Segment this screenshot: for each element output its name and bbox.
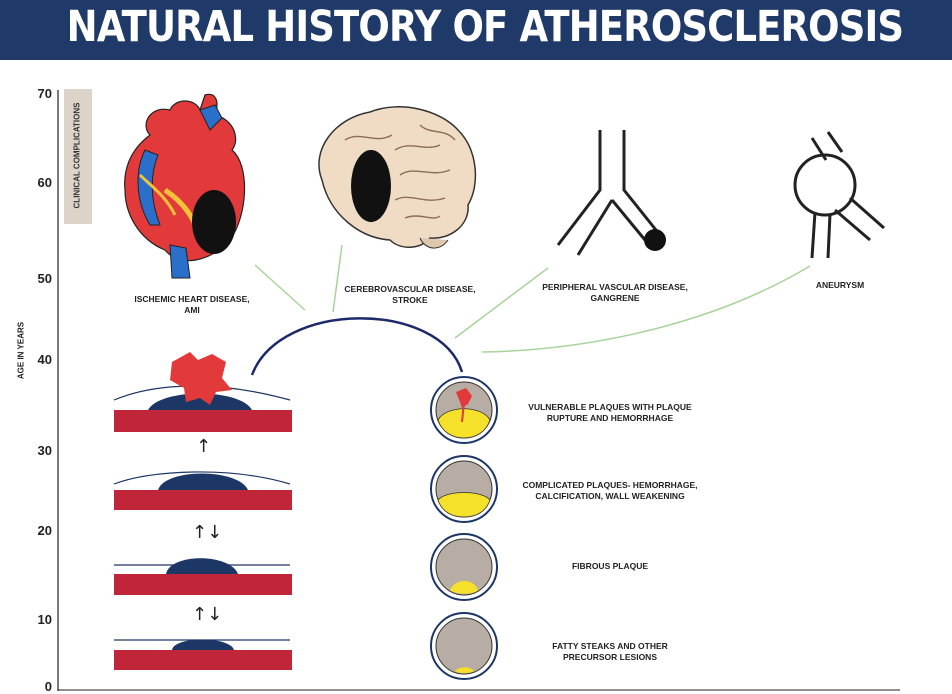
arrow-up-down-icon: ↑↓ [192,522,222,543]
lumen-section-1 [431,613,497,679]
lumen-section-4 [431,377,497,443]
peripheral-vessel-icon [558,130,656,255]
lumen-section-2 [431,534,497,600]
label-peripheral-vascular-disease: PERIPHERAL VASCULAR DISEASE,GANGRENE [530,282,700,304]
heart-icon [125,94,245,278]
lumen-section-3 [431,456,497,522]
artery-section-3 [114,472,292,510]
artery-section-4 [114,352,292,432]
gangrene-mark [644,229,666,251]
label-fibrous-plaque: FIBROUS PLAQUE [520,561,700,572]
label-ischemic-heart-disease: ISCHEMIC HEART DISEASE,AMI [112,294,272,316]
progression-arc [252,318,462,375]
label-cerebrovascular-disease: CEREBROVASCULAR DISEASE,STROKE [330,284,490,306]
brain-icon [319,107,475,248]
label-aneurysm: ANEURYSM [800,280,880,291]
arrow-up-icon: ↑ [196,436,211,457]
label-complicated-plaques: COMPLICATED PLAQUES- HEMORRHAGE,CALCIFIC… [520,480,700,502]
arrow-up-down-icon-2: ↑↓ [192,604,222,625]
artery-section-2 [114,558,292,595]
aneurysm-icon [795,132,884,258]
artery-section-1 [114,640,292,671]
